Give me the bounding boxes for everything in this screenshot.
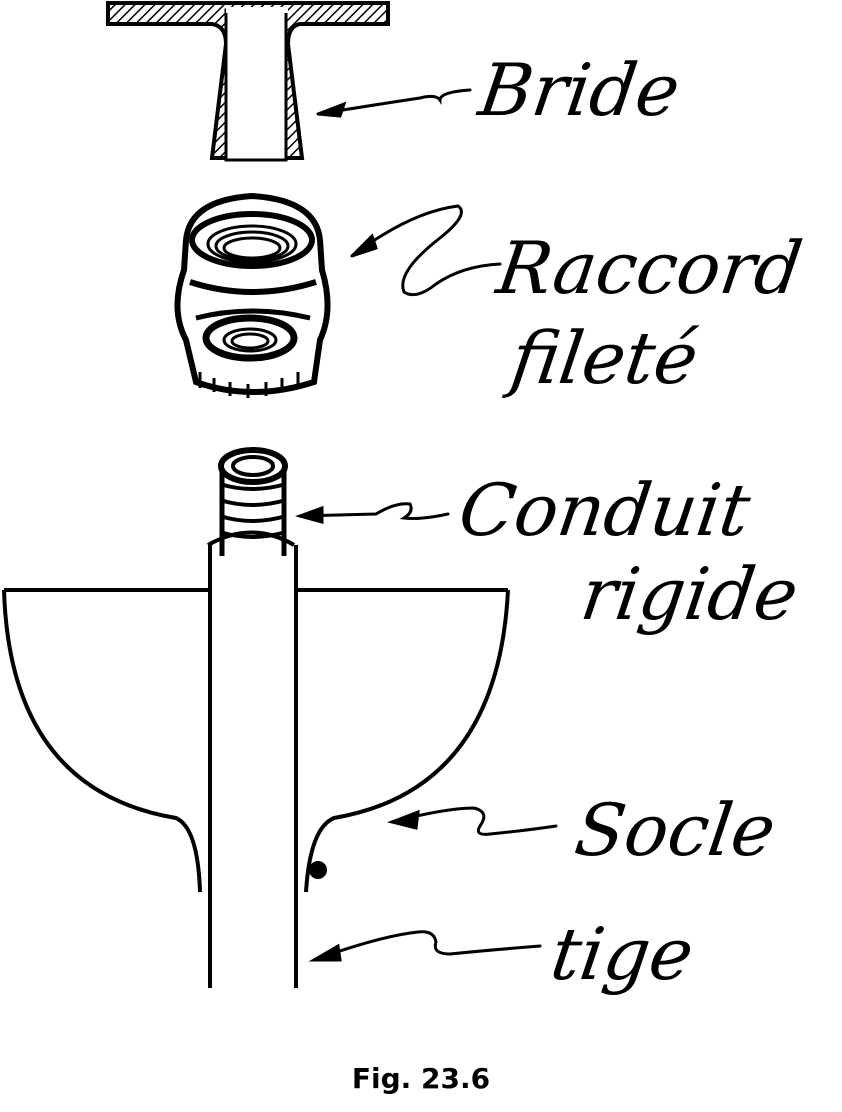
arrow-conduit [295, 502, 450, 524]
base-canopy-part [2, 588, 510, 893]
label-raccord-line2: fileté [506, 316, 704, 400]
label-socle: Socle [570, 788, 781, 872]
label-tige: tige [546, 912, 699, 996]
arrow-raccord [350, 204, 502, 297]
arrow-socle [387, 806, 558, 836]
arrow-tige [308, 930, 542, 962]
stem-part [208, 545, 298, 988]
rigid-conduit-part [207, 447, 296, 556]
label-conduit-line1: Conduit [454, 468, 756, 552]
label-raccord-line1: Raccord [492, 226, 808, 310]
figure-caption: Fig. 23.6 [351, 1062, 491, 1095]
label-bride: Bride [474, 48, 685, 132]
leader-arrows [295, 88, 558, 962]
flange-part [106, 1, 390, 162]
threaded-coupling-part [174, 192, 331, 398]
arrow-bride [316, 88, 472, 118]
label-conduit-line2: rigide [576, 552, 804, 636]
